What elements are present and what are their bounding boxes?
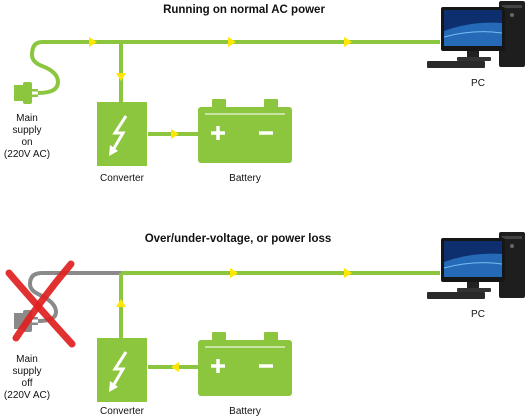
lightning-arrow-icon: [95, 336, 149, 404]
battery-icon: [196, 330, 294, 398]
flow-arrow: [89, 37, 97, 47]
supply-label-line: Main: [16, 113, 38, 124]
pc-label: PC: [471, 78, 485, 89]
panel-title: Over/under-voltage, or power loss: [145, 233, 332, 245]
pc-label: PC: [471, 309, 485, 320]
supply-label-line: on: [21, 137, 32, 148]
flow-arrow: [116, 299, 126, 307]
power-cord-dead: [27, 271, 121, 323]
red-x-icon: [5, 260, 76, 348]
panel-power-loss: Over/under-voltage, or power loss PC Mai…: [4, 231, 526, 417]
supply-label-line: Main: [16, 354, 38, 365]
battery-label: Battery: [229, 406, 261, 417]
lightning-arrow-icon: [95, 100, 149, 168]
desktop-pc-icon: [426, 231, 526, 300]
flow-arrow: [116, 73, 126, 81]
converter-label: Converter: [100, 406, 145, 417]
flow-arrow: [171, 362, 179, 372]
flow-arrow: [344, 37, 352, 47]
panel-normal-power: Running on normal AC power PC Main suppl…: [4, 0, 526, 184]
supply-label-line: off: [22, 378, 33, 389]
converter-label: Converter: [100, 173, 145, 184]
flow-arrow: [344, 268, 352, 278]
supply-label-line: supply: [13, 125, 42, 136]
desktop-pc-icon: [426, 0, 526, 69]
plug-icon: [14, 82, 38, 104]
supply-label-line: supply: [13, 366, 42, 377]
flow-arrow: [228, 37, 236, 47]
supply-label-line: (220V AC): [4, 390, 50, 401]
flow-arrow: [171, 129, 179, 139]
battery-icon: [196, 97, 294, 165]
flow-arrow: [230, 268, 238, 278]
battery-label: Battery: [229, 173, 261, 184]
power-cord: [29, 40, 67, 95]
supply-label-line: (220V AC): [4, 149, 50, 160]
panel-title: Running on normal AC power: [163, 4, 325, 16]
